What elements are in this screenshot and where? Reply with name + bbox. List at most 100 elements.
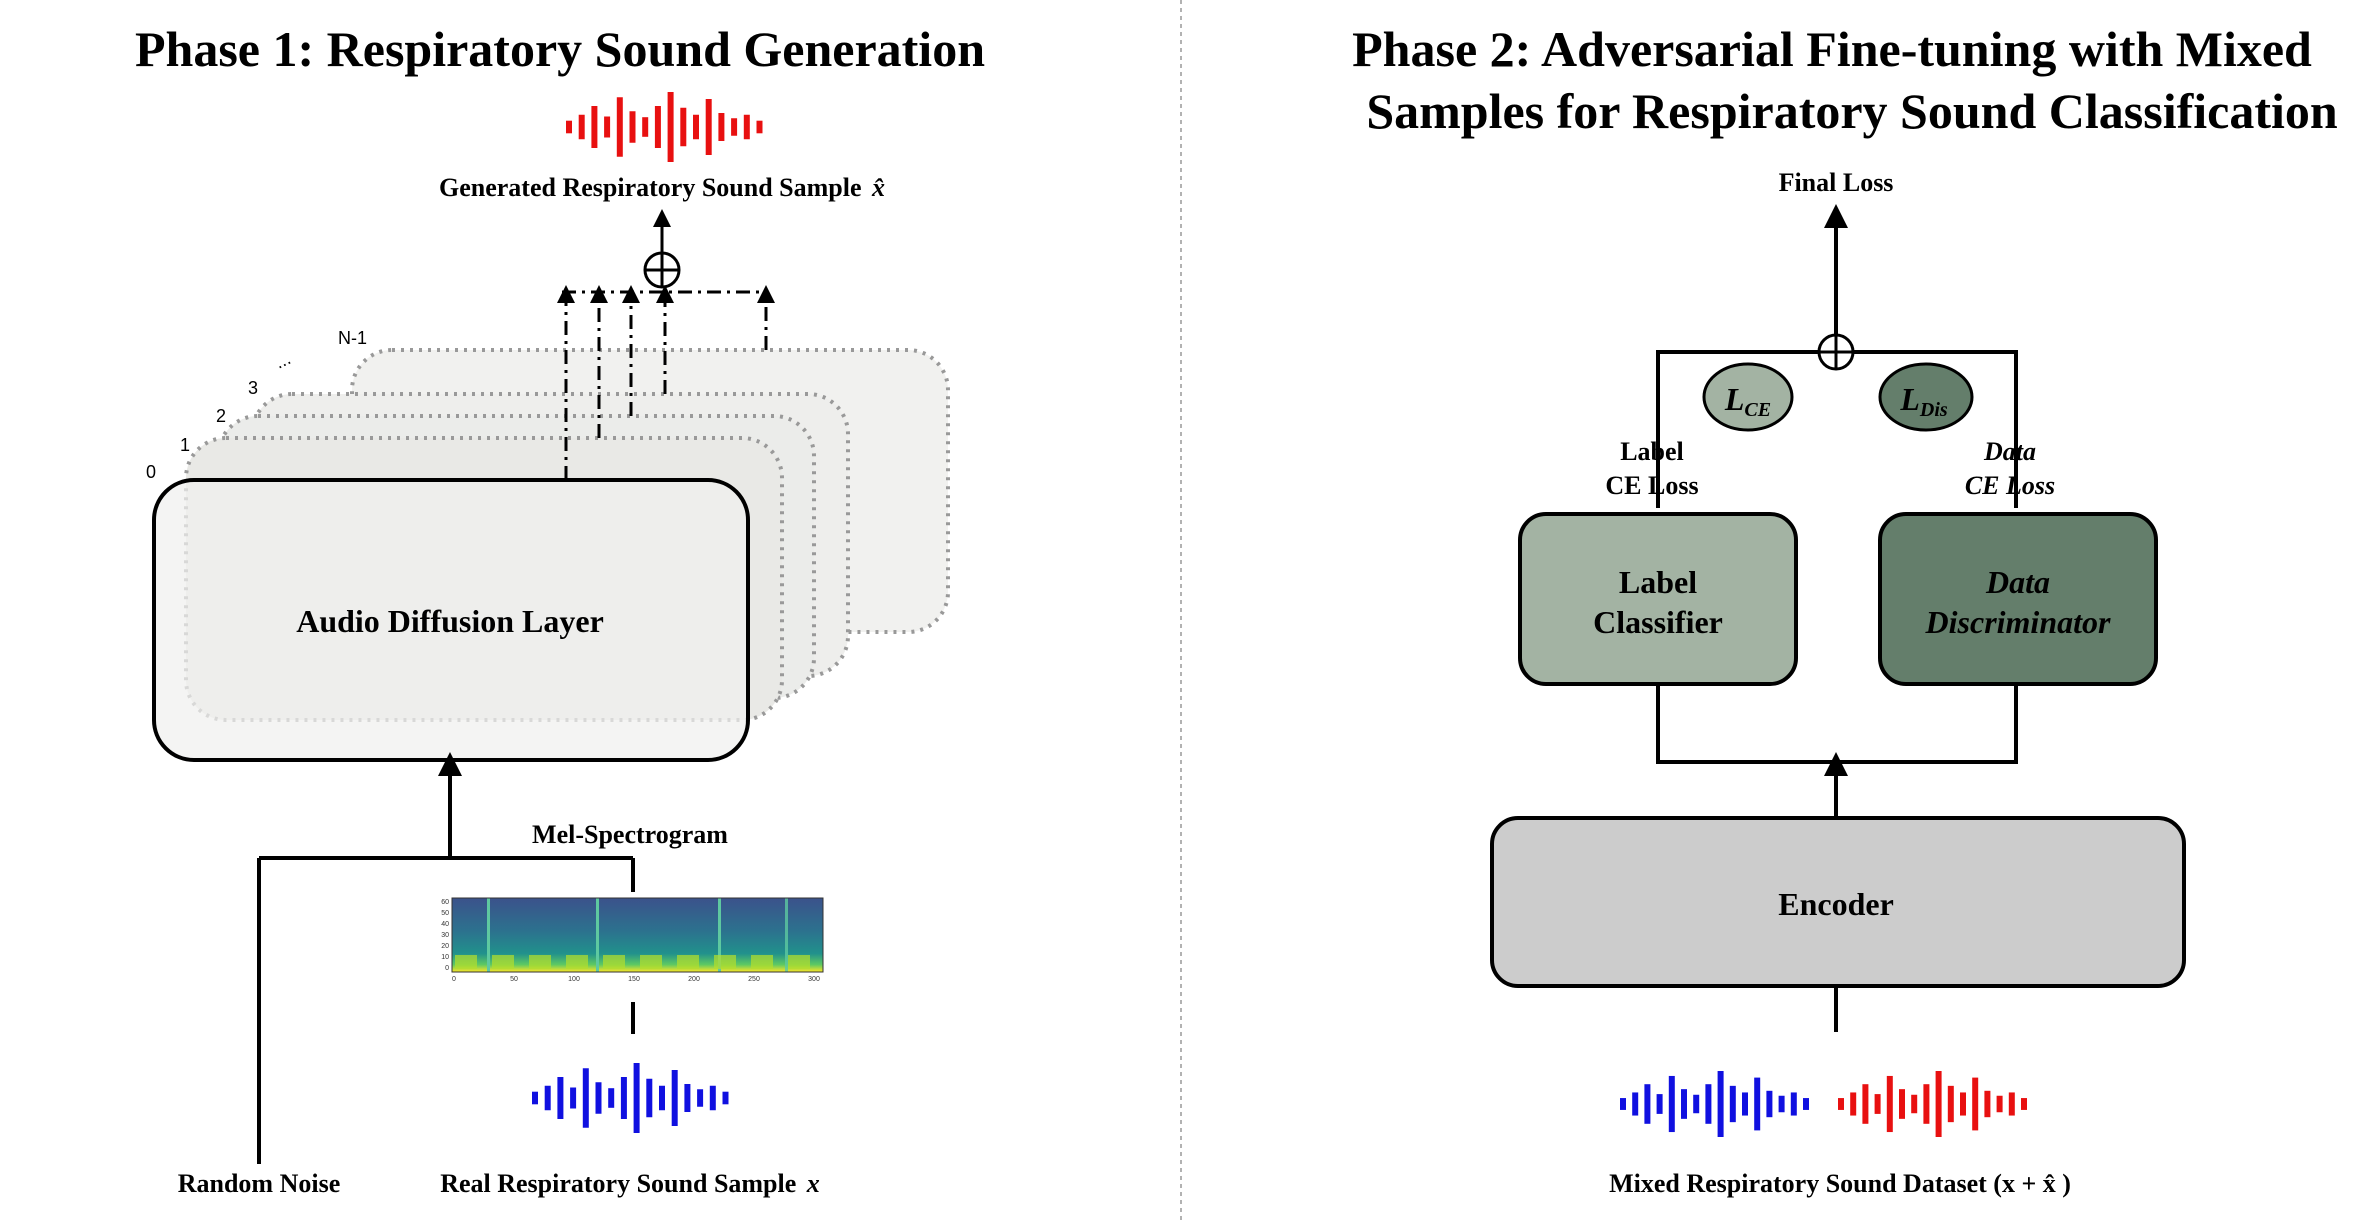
waveform-bar [1742, 1092, 1748, 1116]
spectrogram-y-tick: 50 [441, 910, 449, 917]
data-discriminator-line1: Data [1985, 564, 2050, 600]
spectrogram-energy [640, 955, 662, 969]
phase1-title: Phase 1: Respiratory Sound Generation [135, 21, 985, 77]
waveform-bar [722, 1091, 729, 1105]
spectrogram-energy [566, 955, 588, 969]
waveform-bar [1668, 1075, 1675, 1133]
audio-diffusion-layer-label: Audio Diffusion Layer [296, 603, 604, 639]
waveform-bar [1717, 1071, 1724, 1137]
spectrogram-energy [603, 955, 625, 969]
ldis-badge [1878, 362, 1974, 432]
waveform-bar [570, 1087, 577, 1109]
waveform-bar [1886, 1075, 1893, 1133]
spectrogram-y-tick: 40 [441, 921, 449, 928]
spectrogram-streak [487, 898, 490, 972]
label-classifier-line1: Label [1619, 564, 1697, 600]
waveform-bar [731, 118, 738, 136]
waveform-bar [578, 114, 585, 140]
real-sample-label: Real Respiratory Sound Sample x [440, 1169, 820, 1198]
waveform-bar [1899, 1089, 1905, 1119]
waveform-bar [1911, 1094, 1918, 1114]
spectrogram-x-tick: 150 [628, 976, 640, 983]
waveform-bar [1960, 1092, 1966, 1116]
loss-sum-icon [1817, 333, 1855, 371]
spectrogram-energy [714, 955, 736, 969]
waveform-bar [616, 97, 623, 157]
waveform-bar [705, 99, 712, 155]
spectrogram-y-tick: 30 [441, 932, 449, 939]
spectrogram-y-tick: 0 [445, 965, 449, 972]
phase2-title-line1: Phase 2: Adversarial Fine-tuning with Mi… [1352, 21, 2312, 77]
waveform-bar [532, 1091, 538, 1105]
spectrogram-energy [529, 955, 551, 969]
sum-icon [643, 251, 681, 289]
waveform-bar [629, 111, 636, 143]
waveform-bar [1632, 1092, 1639, 1116]
waveform-bar [1656, 1094, 1663, 1114]
label-ce-loss-line1: Label [1620, 437, 1684, 466]
waveform-bar [2021, 1098, 2027, 1110]
spectrogram-x-tick: 100 [568, 976, 580, 983]
generated-sample-label: Generated Respiratory Sound Sample x̂ [439, 173, 885, 202]
mixed-generated-waveform-icon [1838, 1071, 2027, 1137]
data-discriminator-line2: Discriminator [1925, 604, 2111, 640]
encoder-label: Encoder [1778, 886, 1894, 922]
spectrogram-energy [751, 955, 773, 969]
spectrogram-x-tick: 200 [688, 976, 700, 983]
waveform-bar [1874, 1094, 1881, 1114]
waveform-bar [671, 1070, 678, 1126]
waveform-bar [1935, 1071, 1942, 1137]
waveform-bar [743, 114, 750, 140]
waveform-bar [1790, 1092, 1797, 1116]
waveform-bar [667, 92, 674, 162]
layer-index-ellipsis: ... [272, 348, 294, 372]
waveform-bar [654, 106, 661, 148]
waveform-bar [1984, 1090, 1991, 1118]
waveform-bar [1681, 1089, 1687, 1119]
label-classifier-line2: Classifier [1593, 604, 1723, 640]
waveform-bar [709, 1085, 716, 1111]
ldis-label: LDis [1899, 381, 1948, 421]
mel-spectrogram-label: Mel-Spectrogram [532, 820, 728, 849]
waveform-bar [756, 120, 763, 134]
waveform-bar [1693, 1094, 1700, 1114]
lce-label: LCE [1724, 381, 1771, 421]
waveform-bar [693, 114, 699, 140]
waveform-bar [1778, 1095, 1785, 1113]
generated-waveform-icon [566, 92, 763, 162]
waveform-bar [557, 1077, 564, 1119]
waveform-bar [566, 120, 572, 134]
waveform-bar [591, 106, 598, 148]
waveform-bar [544, 1085, 551, 1111]
spectrogram-x-tick: 0 [452, 976, 456, 983]
waveform-bar [1803, 1098, 1809, 1110]
waveform-bar [718, 113, 725, 141]
layer-index-0: 0 [146, 462, 156, 482]
waveform-bar [684, 1084, 691, 1112]
layer-index-2: 2 [216, 406, 226, 426]
waveform-bar [608, 1088, 615, 1108]
data-ce-loss-line1: Data [1983, 437, 2036, 466]
waveform-bar [582, 1068, 589, 1128]
spectrogram-streak [596, 898, 599, 972]
waveform-bar [659, 1085, 665, 1111]
waveform-bar [620, 1077, 627, 1119]
waveform-bar [1947, 1085, 1954, 1123]
waveform-bar [1620, 1098, 1626, 1110]
waveform-bar [1850, 1092, 1857, 1116]
waveform-bar [680, 107, 687, 147]
real-waveform-icon [532, 1063, 729, 1133]
phase2-title-line2: Samples for Respiratory Sound Classifica… [1366, 83, 2338, 139]
layer-index-3: 3 [248, 378, 258, 398]
data-ce-loss-line2: CE Loss [1965, 471, 2055, 500]
spectrogram-energy [492, 955, 514, 969]
mixed-real-waveform-icon [1620, 1071, 1809, 1137]
encoder-branch-line [1656, 684, 2018, 764]
waveform-bar [1996, 1095, 2003, 1113]
waveform-bar [1766, 1090, 1773, 1118]
waveform-bar [697, 1089, 704, 1107]
random-noise-label: Random Noise [178, 1169, 341, 1198]
waveform-bar [1923, 1084, 1930, 1124]
waveform-bar [646, 1078, 653, 1118]
